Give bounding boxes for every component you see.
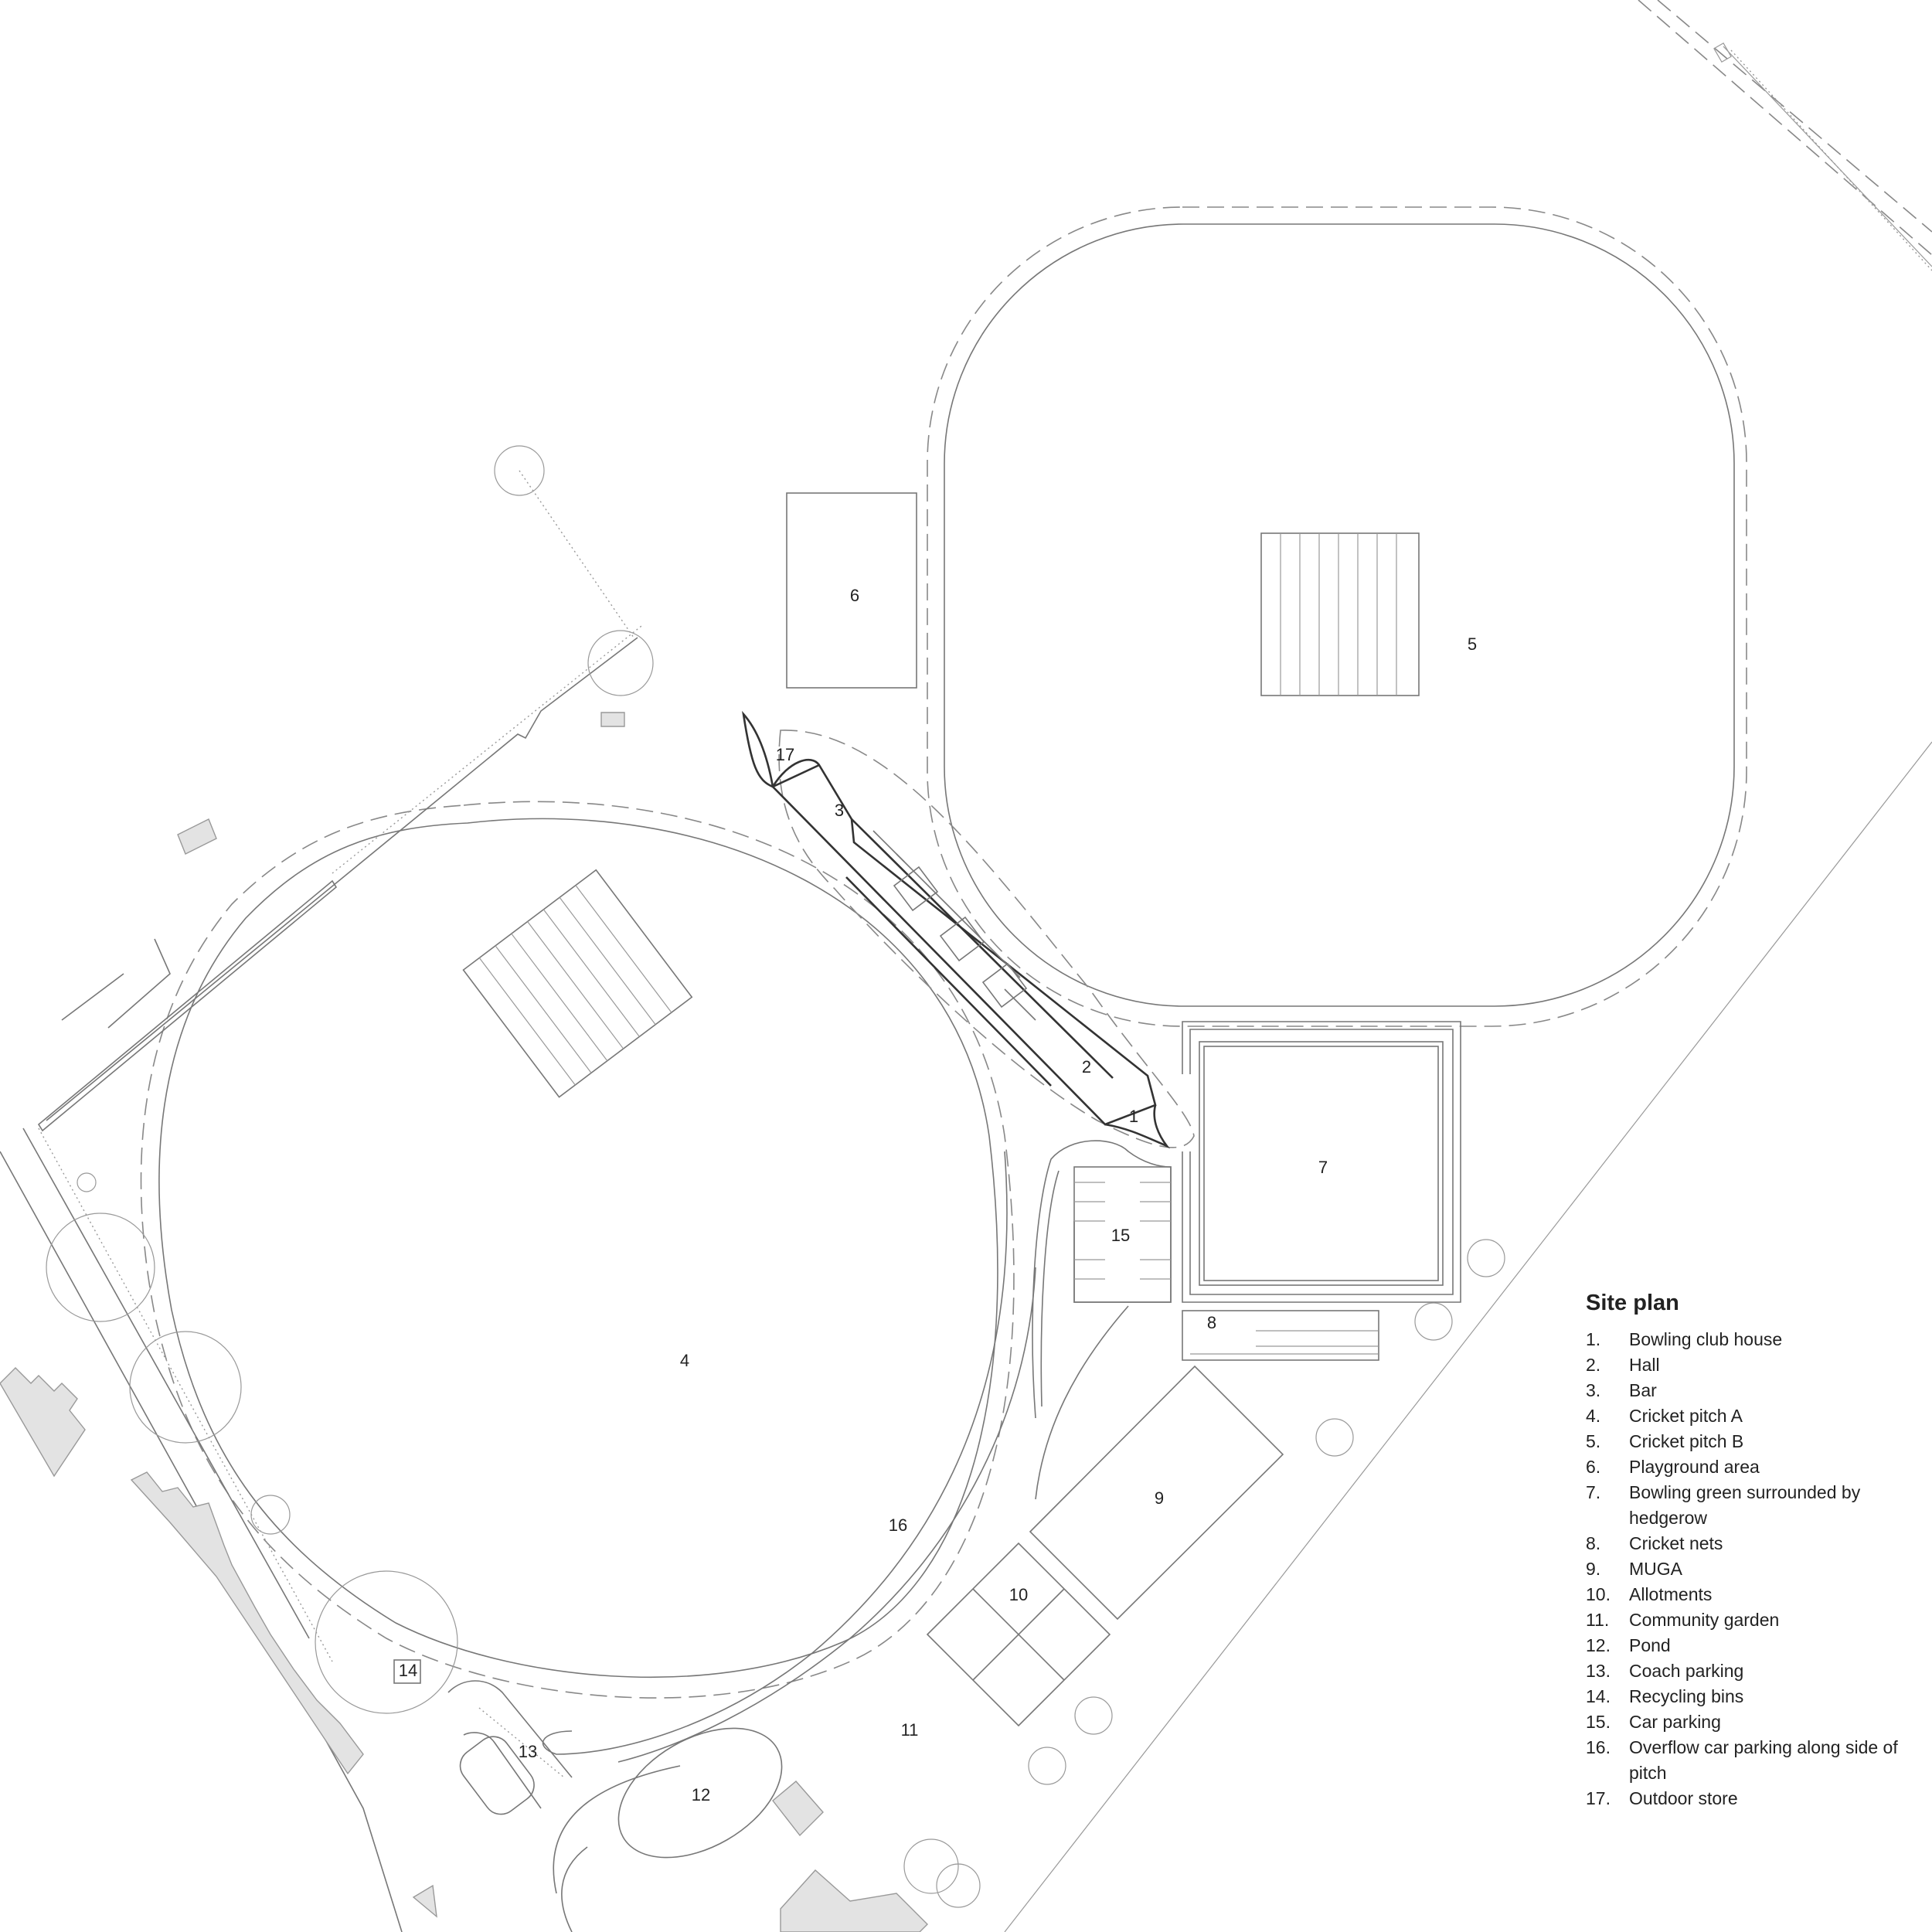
legend-list: 1.Bowling club house 2.Hall 3.Bar 4.Cric… <box>1586 1327 1910 1811</box>
tree-icon <box>1028 1747 1066 1785</box>
legend-item: 17.Outdoor store <box>1586 1788 1738 1808</box>
legend-title: Site plan <box>1586 1291 1679 1315</box>
tree-icon <box>77 1172 97 1192</box>
legend-item: 6.Playground area <box>1586 1457 1760 1477</box>
coach-parking: 13 <box>447 1680 573 1815</box>
label-13: 13 <box>519 1742 537 1761</box>
cricket-nets: 8 <box>1182 1310 1379 1361</box>
clubhouse-building: 17 3 2 1 <box>742 710 1195 1149</box>
site-plan-legend: Site plan 1.Bowling club house 2.Hall 3.… <box>1586 1291 1910 1811</box>
neighbouring-buildings <box>0 712 928 1932</box>
label-15: 15 <box>1111 1226 1130 1245</box>
tree-icon <box>903 1838 959 1894</box>
label-7: 7 <box>1318 1158 1328 1177</box>
allotments: 10 <box>926 1542 1111 1727</box>
label-3: 3 <box>835 801 844 820</box>
tree-icon <box>129 1331 242 1444</box>
legend-item: 9.MUGA <box>1586 1559 1682 1579</box>
tree-icon <box>1467 1239 1505 1277</box>
legend-item: 8.Cricket nets <box>1586 1533 1723 1553</box>
pitch-b-wicket-square <box>1260 532 1420 696</box>
tree-icon <box>250 1495 291 1535</box>
legend-item: 10.Allotments <box>1586 1584 1713 1604</box>
playground-area: 6 <box>786 492 917 689</box>
tree-icon <box>315 1570 458 1714</box>
tree-icon <box>1074 1696 1113 1735</box>
bowling-green: 7 <box>1182 1021 1461 1303</box>
label-10: 10 <box>1009 1585 1028 1604</box>
label-4: 4 <box>680 1351 689 1370</box>
cricket-pitch-b: 5 <box>927 206 1747 1027</box>
tree-icon <box>494 445 545 496</box>
legend-item: 14.Recycling bins <box>1586 1686 1744 1706</box>
pitch-a-wicket-square <box>462 869 693 1098</box>
label-1: 1 <box>1129 1107 1138 1126</box>
legend-item: 12.Pond <box>1586 1635 1671 1655</box>
pond: 12 <box>617 1727 783 1859</box>
recycling-bins: 14 <box>393 1659 421 1684</box>
legend-item: 7.Bowling green surrounded by hedgerow <box>1586 1482 1861 1528</box>
legend-item: 5.Cricket pitch B <box>1586 1431 1744 1451</box>
legend-item: 16.Overflow car parking along side of pi… <box>1586 1737 1898 1783</box>
label-8: 8 <box>1207 1313 1216 1332</box>
community-garden: 11 <box>553 1720 918 1932</box>
label-17: 17 <box>776 745 794 764</box>
legend-item: 1.Bowling club house <box>1586 1329 1783 1349</box>
label-2: 2 <box>1082 1057 1091 1077</box>
trees <box>46 445 1505 1908</box>
label-6: 6 <box>850 586 859 605</box>
legend-item: 13.Coach parking <box>1586 1661 1744 1681</box>
label-12: 12 <box>692 1785 710 1804</box>
site-boundary-east <box>1004 0 1932 1932</box>
cricket-pitch-a: 4 <box>140 801 1015 1699</box>
west-boundary <box>0 625 642 1932</box>
car-parking: 15 <box>1032 1140 1172 1419</box>
label-9: 9 <box>1155 1488 1164 1508</box>
legend-item: 15.Car parking <box>1586 1712 1721 1732</box>
tree-icon <box>46 1213 155 1322</box>
label-16: 16 <box>889 1515 907 1535</box>
muga-court: 9 <box>1029 1365 1284 1621</box>
legend-item: 2.Hall <box>1586 1355 1660 1375</box>
label-11: 11 <box>901 1720 919 1740</box>
tree-icon <box>1315 1418 1354 1457</box>
tree-icon <box>1414 1302 1453 1341</box>
overflow-parking-road: 16 <box>542 1151 1129 1763</box>
legend-item: 3.Bar <box>1586 1380 1657 1400</box>
label-5: 5 <box>1468 634 1477 654</box>
tree-icon <box>936 1863 981 1908</box>
legend-item: 4.Cricket pitch A <box>1586 1406 1743 1426</box>
label-14: 14 <box>399 1661 417 1680</box>
legend-item: 11.Community garden <box>1586 1610 1780 1630</box>
tree-icon <box>587 630 654 696</box>
